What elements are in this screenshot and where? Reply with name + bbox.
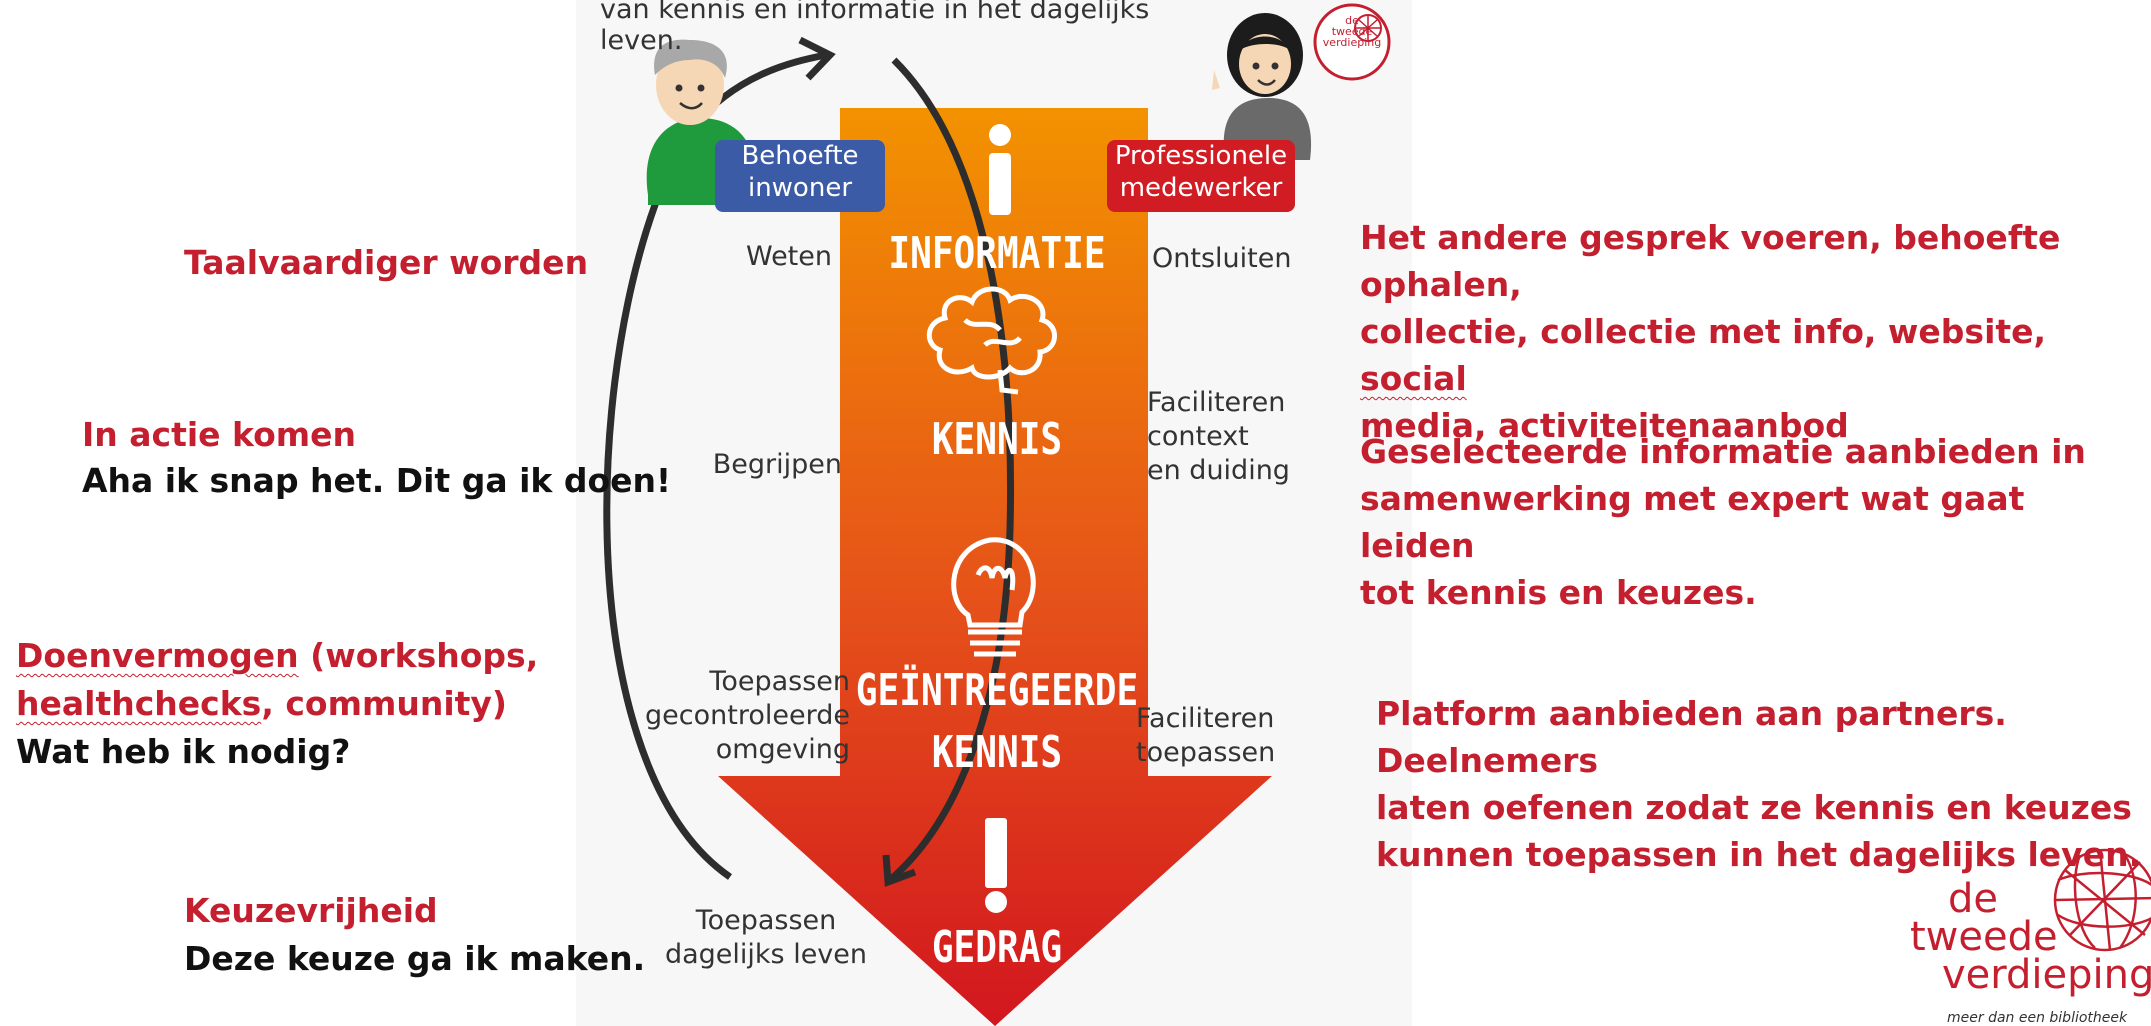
note-in-actie-body: Aha ik snap het. Dit ga ik doen! bbox=[82, 461, 672, 500]
info-icon bbox=[989, 124, 1011, 215]
logo-globe-icon bbox=[2053, 848, 2151, 952]
note-in-actie-title: In actie komen bbox=[82, 415, 357, 454]
label-faciliteren-toepassen: Faciliteren toepassen bbox=[1136, 703, 1276, 768]
label-weten: Weten bbox=[745, 241, 832, 272]
note-right-1: Het andere gesprek voeren, behoefte opha… bbox=[1360, 214, 2140, 449]
note-in-actie: In actie komen Aha ik snap het. Dit ga i… bbox=[82, 412, 671, 504]
note-right-1-line3: media, activiteitenaanbod bbox=[1360, 406, 1849, 445]
resident-need-badge: Behoefte inwoner bbox=[715, 140, 885, 212]
small-logo-mark bbox=[1313, 3, 1391, 81]
exclamation-icon bbox=[985, 818, 1007, 913]
stage-geintregeerde-kennis: GEÏNTREGEERDE KENNIS bbox=[855, 665, 1139, 778]
note-right-1-line2a: collectie, collectie met info, website, bbox=[1360, 312, 2047, 351]
logo-tagline: meer dan een bibliotheek bbox=[1947, 1010, 2128, 1026]
down-curve-arrowhead bbox=[882, 854, 917, 887]
stage-informatie: INFORMATIE bbox=[888, 228, 1106, 279]
label-begrijpen: Begrijpen bbox=[712, 449, 842, 480]
note-doenvermogen-body: Wat heb ik nodig? bbox=[16, 732, 351, 771]
logo-word-verdieping: verdieping bbox=[1942, 952, 2151, 998]
note-healthchecks-word: healthchecks bbox=[16, 684, 262, 723]
note-doenvermogen-rest: (workshops, bbox=[298, 636, 539, 675]
label-toepassen-dagelijks: Toepassen dagelijks leven bbox=[664, 905, 868, 970]
label-toepassen-gecontroleerd: Toepassen gecontroleerde omgeving bbox=[645, 666, 850, 765]
note-community-rest: , community) bbox=[261, 684, 508, 723]
up-curve-arrowhead bbox=[798, 36, 836, 81]
note-right-3: Platform aanbieden aan partners. Deelnem… bbox=[1376, 694, 2142, 874]
label-ontsluiten: Ontsluiten bbox=[1152, 243, 1292, 274]
note-doenvermogen-word: Doenvermogen bbox=[16, 636, 299, 675]
note-right-1-line2b: social bbox=[1360, 359, 1467, 398]
label-faciliteren-context: Faciliteren context en duiding bbox=[1147, 387, 1290, 486]
professional-staff-badge: Professionele medewerker bbox=[1107, 140, 1295, 212]
note-keuzevrijheid-title: Keuzevrijheid bbox=[184, 891, 438, 930]
professional-avatar bbox=[1212, 13, 1312, 160]
stage-gedrag: GEDRAG bbox=[931, 922, 1063, 973]
logo-word-de: de bbox=[1948, 876, 1998, 922]
down-curve-arrow bbox=[887, 57, 1014, 883]
note-right-2: Geselecteerde informatie aanbieden in sa… bbox=[1360, 432, 2086, 612]
logo-wordmark: de tweede verdieping bbox=[1900, 876, 2151, 998]
small-logo-text: de tweede verdieping bbox=[1322, 14, 1382, 49]
logo-word-tweede: tweede bbox=[1910, 914, 2058, 960]
note-right-1-line1: Het andere gesprek voeren, behoefte opha… bbox=[1360, 218, 2061, 304]
note-taalvaardiger: Taalvaardiger worden bbox=[184, 243, 589, 282]
brain-icon bbox=[926, 286, 1057, 395]
stage-kennis: KENNIS bbox=[931, 414, 1063, 465]
note-keuzevrijheid-body: Deze keuze ga ik maken. bbox=[184, 939, 646, 978]
lightbulb-icon bbox=[951, 537, 1036, 657]
note-doenvermogen: Doenvermogen (workshops, healthchecks, c… bbox=[16, 632, 538, 776]
up-curve-arrow bbox=[603, 51, 827, 880]
resident-avatar bbox=[646, 39, 757, 205]
diagram-top-text: van kennis en informatie in het dagelijk… bbox=[600, 0, 1150, 56]
note-keuzevrijheid: Keuzevrijheid Deze keuze ga ik maken. bbox=[184, 887, 645, 983]
